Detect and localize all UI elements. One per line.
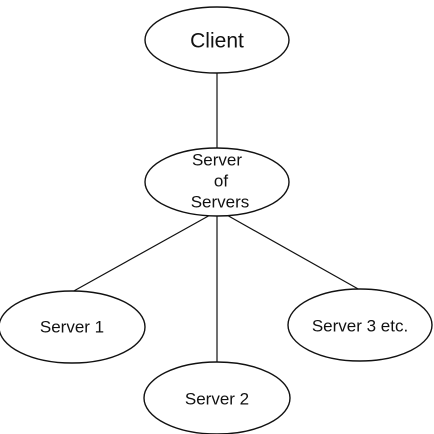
node-server-of-servers-label-line1: Server <box>192 150 242 169</box>
node-server2: Server 2 <box>144 362 290 434</box>
edge-server-of-servers-to-server3 <box>225 214 360 290</box>
node-server3-label: Server 3 etc. <box>312 316 408 335</box>
edge-server-of-servers-to-server1 <box>72 214 212 292</box>
node-server2-label: Server 2 <box>185 389 249 408</box>
node-server3: Server 3 etc. <box>288 289 432 361</box>
node-server-of-servers-label-line2: of <box>214 171 228 190</box>
node-server-of-servers: Server of Servers <box>145 148 289 216</box>
node-server1-label: Server 1 <box>40 317 104 336</box>
node-server1: Server 1 <box>0 291 145 363</box>
node-server-of-servers-label-line3: Servers <box>191 192 250 211</box>
node-client-label: Client <box>190 30 244 53</box>
node-client: Client <box>145 7 289 73</box>
